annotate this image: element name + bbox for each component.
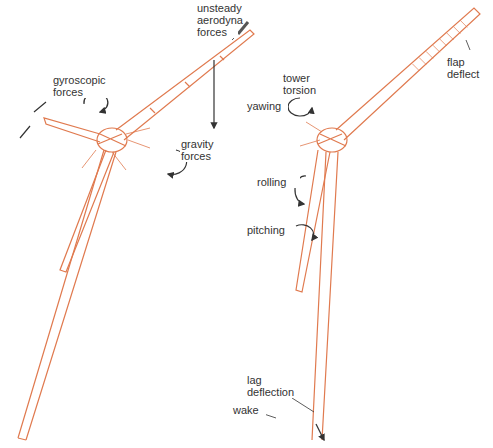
blade bbox=[116, 30, 254, 140]
hub bbox=[97, 128, 127, 152]
annotation-label: rolling bbox=[256, 176, 300, 188]
annotation-label: yawing bbox=[246, 100, 288, 112]
force-bar bbox=[238, 22, 248, 34]
hatch-stroke bbox=[433, 45, 440, 52]
pitching-arrow bbox=[296, 225, 314, 240]
annotation-label: gravity forces bbox=[180, 138, 224, 162]
hatch-stroke bbox=[412, 64, 419, 71]
annotation-label: unsteady aerodyna forces bbox=[196, 2, 238, 38]
leader-line bbox=[466, 40, 470, 50]
blade bbox=[60, 150, 114, 272]
annotation-label: lag deflection bbox=[246, 374, 306, 398]
blade-section bbox=[150, 56, 224, 113]
rotor-lines bbox=[300, 122, 322, 146]
annotation-label: tower torsion bbox=[282, 72, 328, 96]
blade bbox=[44, 118, 100, 142]
left-turbine bbox=[18, 30, 254, 440]
tower bbox=[18, 150, 116, 440]
annotation-label: pitching bbox=[246, 224, 294, 236]
wake-arrow bbox=[316, 424, 324, 440]
hatch-stroke bbox=[426, 51, 433, 58]
yawing-arrow bbox=[288, 98, 312, 116]
annotation-label: flap deflect bbox=[446, 56, 490, 80]
hatch-stroke bbox=[419, 58, 426, 65]
blade bbox=[296, 150, 330, 292]
gravity-arrow bbox=[213, 60, 214, 128]
hatch-stroke bbox=[440, 39, 447, 46]
left-arrows bbox=[20, 22, 248, 174]
rotor-lines bbox=[82, 128, 150, 170]
tower-base bbox=[18, 438, 26, 440]
nacelle bbox=[98, 134, 126, 146]
gyroscopic-ticks bbox=[20, 102, 46, 138]
annotation-label: wake bbox=[232, 404, 266, 416]
hatch-stroke bbox=[453, 27, 460, 34]
tower bbox=[312, 152, 338, 440]
leader-line bbox=[292, 398, 314, 412]
nacelle bbox=[318, 134, 346, 146]
hatch-stroke bbox=[447, 33, 454, 40]
hatch-stroke bbox=[460, 20, 467, 27]
annotation-label: gyroscopic forces bbox=[52, 74, 110, 98]
